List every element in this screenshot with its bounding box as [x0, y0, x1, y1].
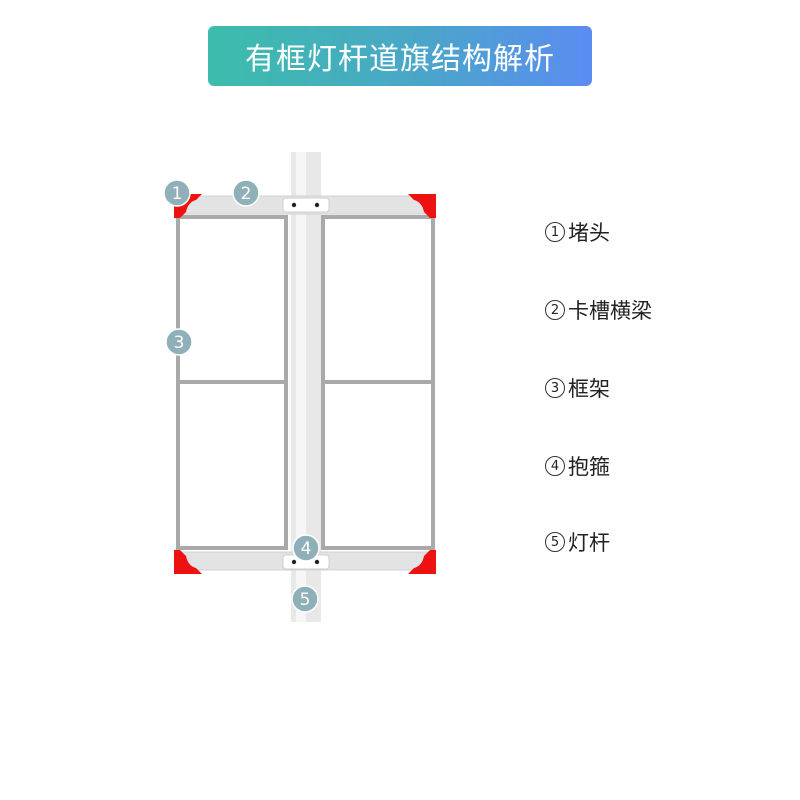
legend-item: 3 框架 [545, 368, 610, 408]
svg-text:5: 5 [300, 590, 311, 610]
bottom-clamp [282, 554, 330, 570]
legend-item: 2 卡槽横梁 [545, 290, 652, 330]
page-title: 有框灯杆道旗结构解析 [245, 42, 555, 77]
legend-number: 5 [545, 532, 565, 552]
callout-4: 4 [292, 534, 320, 562]
legend-label: 灯杆 [568, 531, 610, 555]
legend-label: 卡槽横梁 [568, 299, 652, 323]
svg-text:4: 4 [301, 539, 312, 559]
legend-label: 堵头 [568, 221, 610, 245]
legend-number: 2 [545, 300, 565, 320]
callout-1: 1 [163, 179, 191, 207]
left-frame [176, 215, 288, 550]
callout-3: 3 [165, 328, 193, 356]
legend-item: 4 抱箍 [545, 446, 610, 486]
legend-item: 1 堵头 [545, 212, 610, 252]
callout-2: 2 [232, 179, 260, 207]
legend-item: 5 灯杆 [545, 522, 610, 562]
legend-label: 抱箍 [568, 455, 610, 479]
end-cap-top-right [408, 194, 436, 218]
callout-5: 5 [291, 585, 319, 613]
svg-text:1: 1 [172, 184, 183, 204]
legend-number: 3 [545, 378, 565, 398]
legend-label: 框架 [568, 377, 610, 401]
end-cap-bottom-left [174, 550, 202, 574]
legend-number: 1 [545, 222, 565, 242]
svg-text:3: 3 [174, 333, 185, 353]
legend-number: 4 [545, 456, 565, 476]
right-frame [321, 215, 435, 550]
title-banner: 有框灯杆道旗结构解析 [208, 26, 592, 86]
top-clamp [282, 197, 330, 213]
svg-text:2: 2 [241, 184, 252, 204]
end-cap-bottom-right [408, 550, 436, 574]
